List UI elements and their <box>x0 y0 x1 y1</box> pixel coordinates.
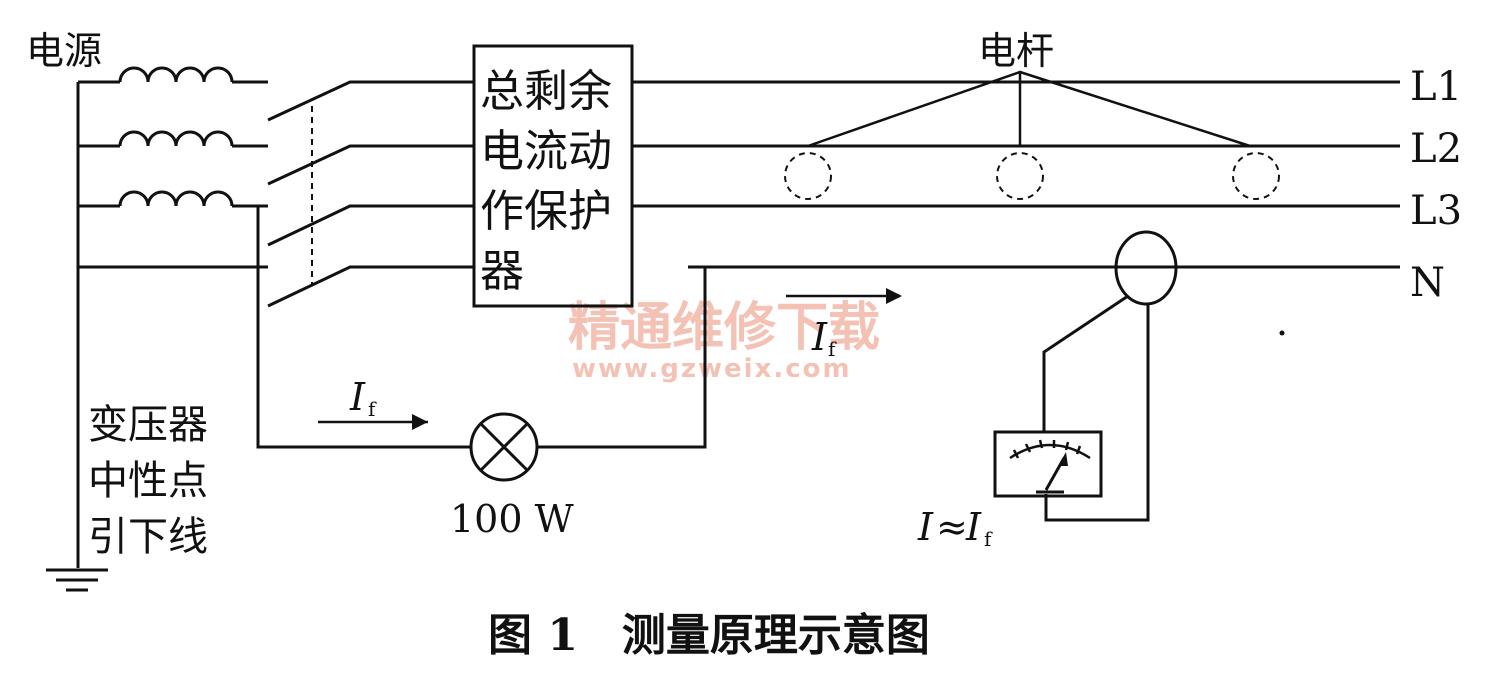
line-label-n: N <box>1410 260 1445 306</box>
ground-icon <box>46 568 108 592</box>
transformer-windings <box>78 66 268 269</box>
rcd-label-1: 总剩余 <box>480 66 612 117</box>
lamp-power-label: 100 W <box>450 497 574 541</box>
current-arrow-upper: I f <box>786 288 902 361</box>
lamp-icon <box>469 412 539 482</box>
residual-current-device: 总剩余 电流动 作保护 器 <box>472 44 634 308</box>
rcd-label-4: 器 <box>480 246 524 297</box>
main-switch <box>267 80 474 308</box>
figure-caption: 图 1 测量原理示意图 <box>488 610 930 661</box>
line-label-l2: L2 <box>1410 126 1462 172</box>
current-sub-lower: f <box>368 397 377 421</box>
rcd-label-2: 电流动 <box>480 126 612 177</box>
watermark-cn: 精通维修下载 <box>568 298 880 358</box>
meter-reading: I ≈ I f <box>917 505 993 551</box>
rcd-label-3: 作保护 <box>480 186 612 237</box>
meter-reading-if: I <box>965 505 982 549</box>
meter-reading-approx: ≈ <box>936 505 968 549</box>
neutral-downlead <box>256 206 470 449</box>
pole-label: 电杆 <box>978 29 1054 73</box>
meter-reading-i: I <box>917 505 934 549</box>
output-lines <box>632 80 1400 269</box>
current-arrow-lower: I f <box>318 375 428 430</box>
neutral-label-1: 变压器 <box>88 402 208 448</box>
neutral-label-3: 引下线 <box>88 514 208 560</box>
meter-reading-sub: f <box>984 527 993 551</box>
neutral-label-2: 中性点 <box>88 458 208 504</box>
line-label-l3: L3 <box>1410 188 1462 234</box>
current-sub-upper: f <box>828 337 837 361</box>
line-label-l1: L1 <box>1410 64 1462 110</box>
clamp-meter-ct <box>1042 230 1178 522</box>
current-label-upper: I <box>811 315 828 359</box>
current-label-lower: I <box>349 375 366 419</box>
stray-dot <box>1279 330 1285 336</box>
fault-path-wire <box>538 267 707 449</box>
source-label: 电源 <box>26 29 102 73</box>
watermark-url: www.gzweix.com <box>572 354 852 384</box>
watermark: 精通维修下载 www.gzweix.com <box>568 298 880 384</box>
utility-pole: 电杆 <box>784 29 1280 200</box>
ammeter-icon <box>993 430 1103 498</box>
